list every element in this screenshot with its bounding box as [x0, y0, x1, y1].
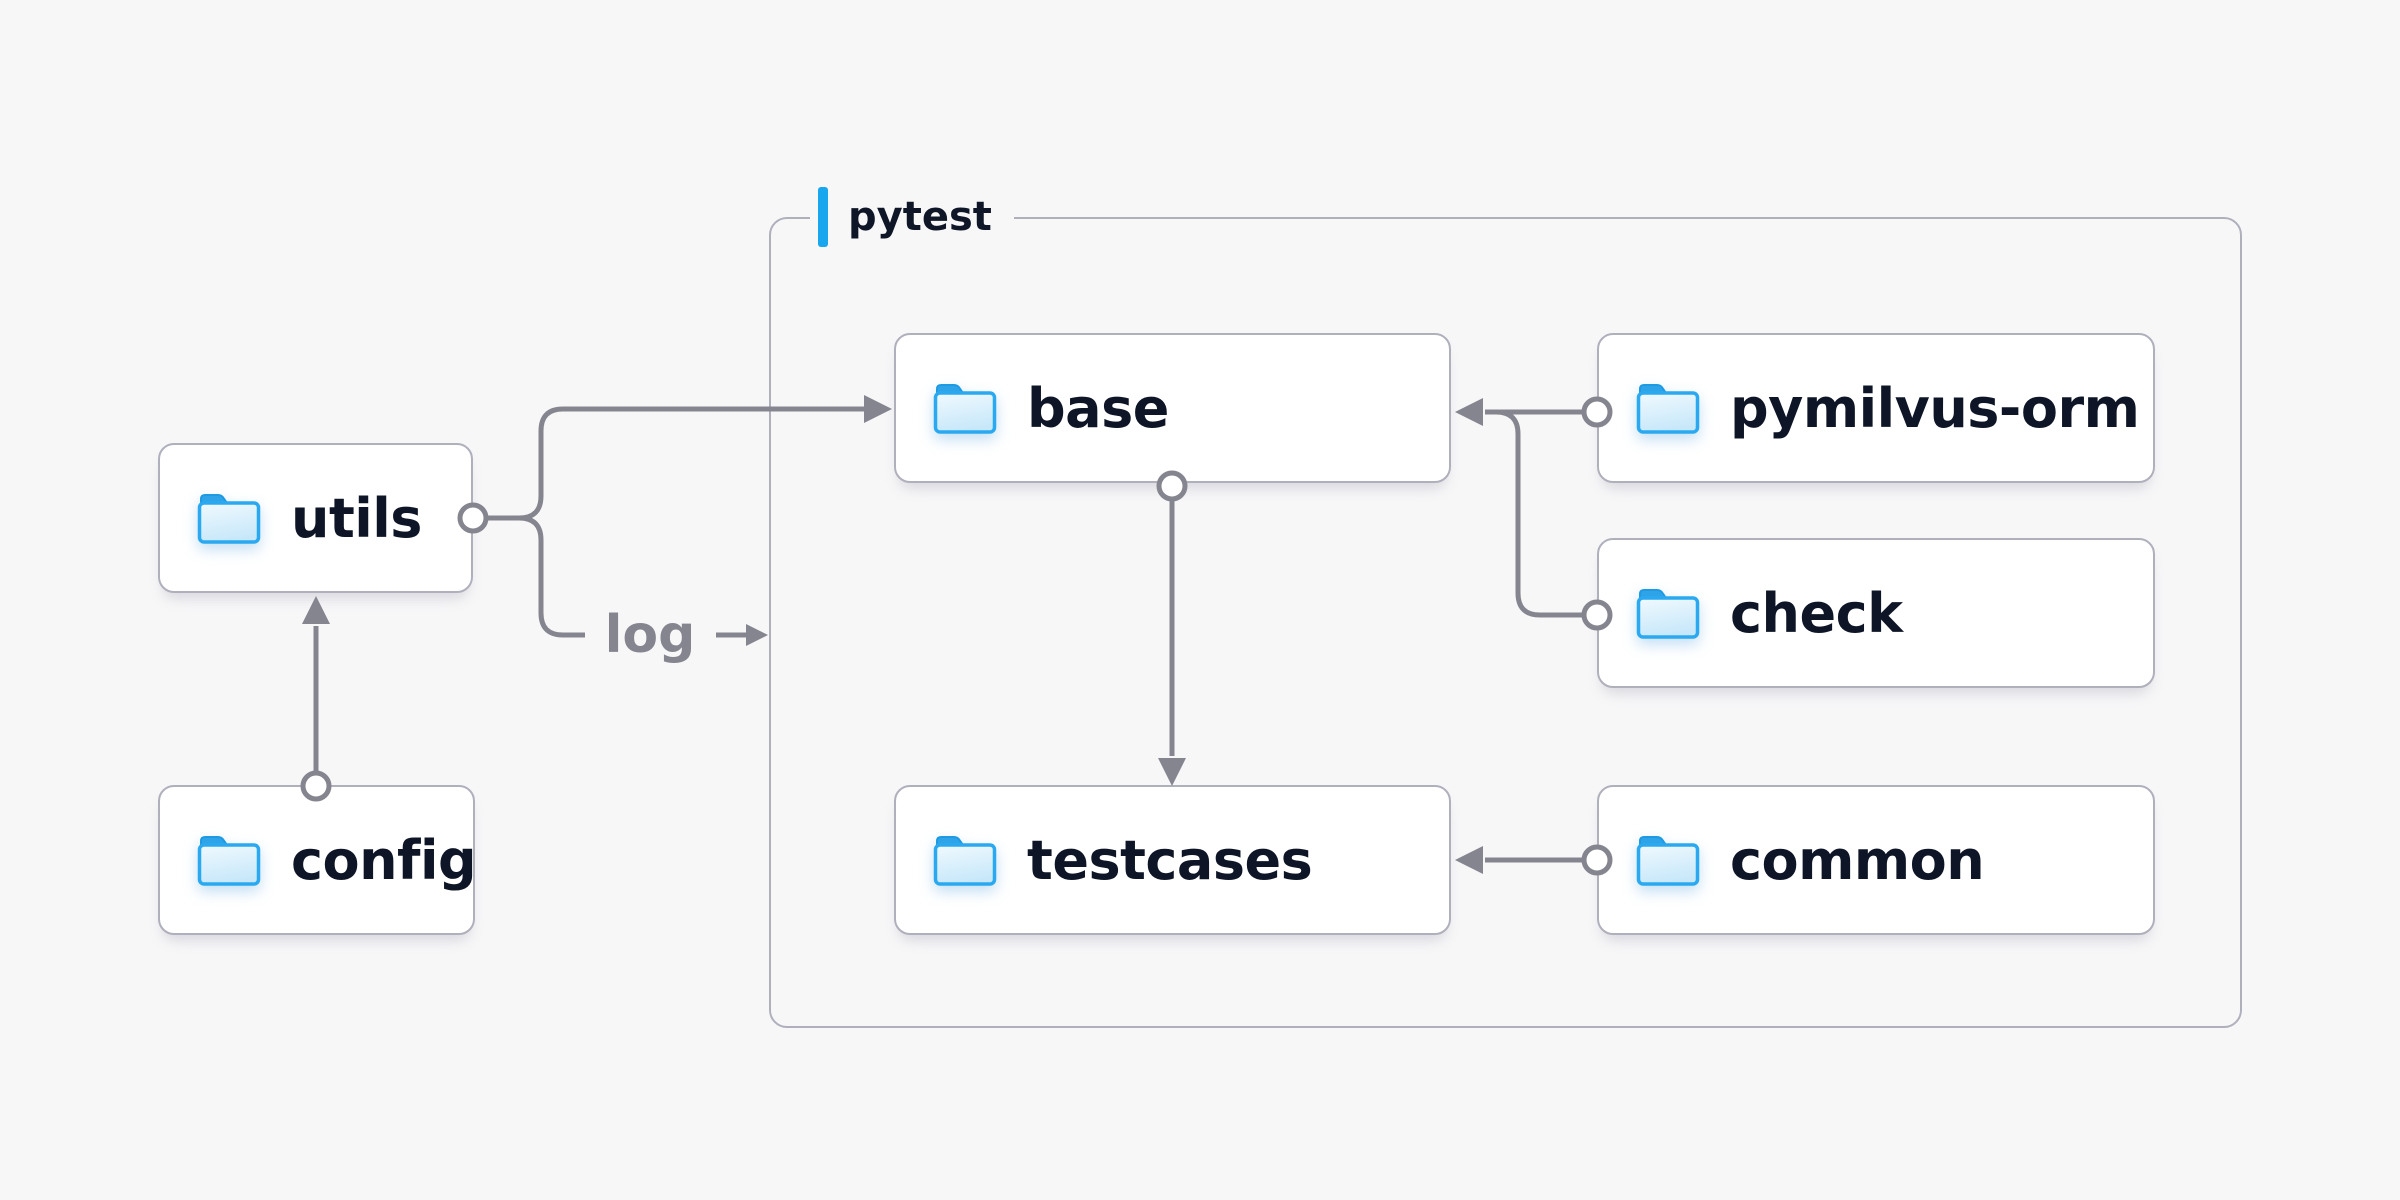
node-label: utils — [291, 486, 422, 550]
folder-icon — [1636, 586, 1700, 640]
pytest-group-title: pytest — [848, 194, 992, 240]
folder-icon — [197, 833, 261, 887]
edge-config-to-utils — [302, 596, 330, 772]
node-label: base — [1027, 376, 1169, 440]
node-utils: utils — [158, 443, 473, 593]
node-base: base — [894, 333, 1451, 483]
node-testcases: testcases — [894, 785, 1451, 935]
folder-icon — [1636, 381, 1700, 435]
folder-icon — [1636, 833, 1700, 887]
node-common: common — [1597, 785, 2155, 935]
node-label: testcases — [1027, 828, 1313, 892]
edge-label-log: log — [604, 605, 696, 665]
node-label: check — [1730, 581, 1903, 645]
node-check: check — [1597, 538, 2155, 688]
node-label: pymilvus-orm — [1730, 376, 2140, 440]
folder-icon — [933, 833, 997, 887]
accent-bar-icon — [818, 187, 828, 247]
pytest-group-label: pytest — [810, 185, 1014, 249]
node-pymilvus-orm: pymilvus-orm — [1597, 333, 2155, 483]
folder-icon — [197, 491, 261, 545]
node-label: config — [291, 828, 477, 892]
node-config: config — [158, 785, 477, 935]
pytest-group — [769, 217, 2242, 1028]
node-label: common — [1730, 828, 1985, 892]
folder-icon — [933, 381, 997, 435]
